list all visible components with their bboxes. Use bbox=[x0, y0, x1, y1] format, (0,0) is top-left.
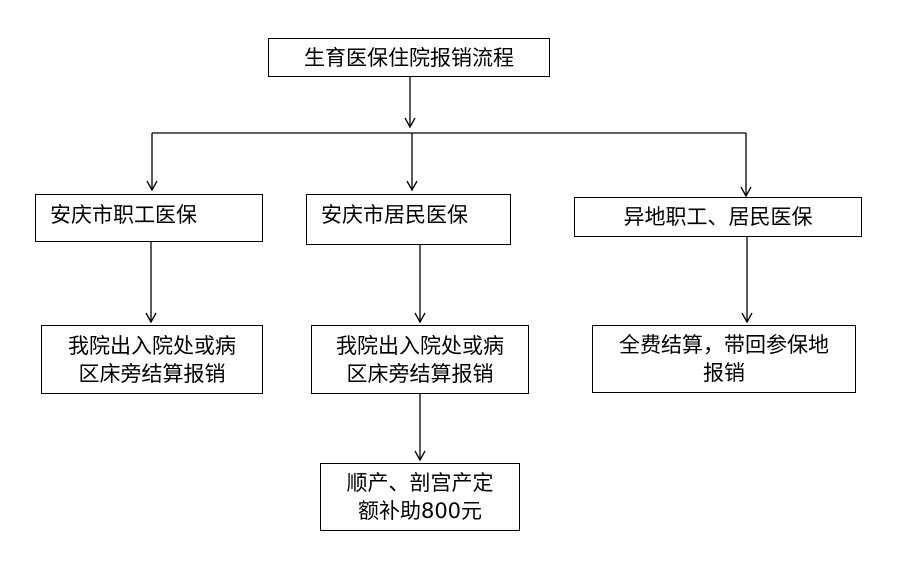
title-box: 生育医保住院报销流程 bbox=[268, 38, 550, 77]
category-box-branch-3: 异地职工、居民医保 bbox=[574, 197, 862, 237]
arrowhead bbox=[404, 117, 416, 129]
subsidy-line: 额补助800元 bbox=[357, 499, 483, 523]
arrowhead bbox=[406, 180, 418, 192]
category-box-branch-1: 安庆市职工医保 bbox=[35, 194, 263, 242]
arrowhead bbox=[741, 312, 753, 324]
arrowhead bbox=[414, 312, 426, 324]
step-line: 区床旁结算报销 bbox=[78, 361, 226, 386]
step-box-branch-3: 全费结算，带回参保地 报销 bbox=[592, 325, 856, 393]
arrowhead bbox=[740, 186, 752, 198]
arrowhead bbox=[146, 180, 158, 192]
subsidy-box: 顺产、剖宫产定 额补助800元 bbox=[320, 463, 520, 531]
step-line: 全费结算，带回参保地 bbox=[619, 333, 829, 357]
step-line: 我院出入院处或病 bbox=[336, 333, 504, 358]
step-box-branch-1: 我院出入院处或病 区床旁结算报销 bbox=[41, 325, 263, 394]
category-label: 安庆市居民医保 bbox=[321, 203, 468, 227]
title-text: 生育医保住院报销流程 bbox=[304, 45, 514, 70]
subsidy-line: 顺产、剖宫产定 bbox=[346, 471, 494, 495]
step-line: 报销 bbox=[703, 361, 745, 385]
step-box-branch-2: 我院出入院处或病 区床旁结算报销 bbox=[311, 325, 529, 394]
category-label: 异地职工、居民医保 bbox=[623, 205, 813, 229]
step-line: 区床旁结算报销 bbox=[346, 361, 494, 386]
category-label: 安庆市职工医保 bbox=[50, 203, 197, 227]
arrowhead bbox=[414, 450, 426, 462]
category-box-branch-2: 安庆市居民医保 bbox=[306, 194, 511, 245]
arrowhead bbox=[145, 312, 157, 324]
step-line: 我院出入院处或病 bbox=[68, 333, 236, 358]
